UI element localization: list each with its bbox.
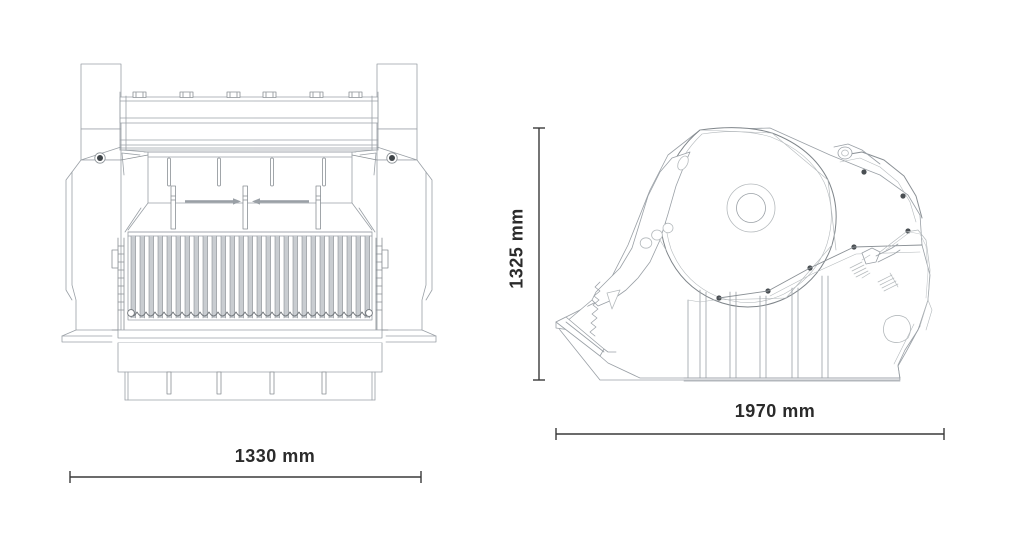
front-jaw-rib-lines xyxy=(130,235,370,319)
side-drum-tangents xyxy=(659,239,715,303)
front-left-arm xyxy=(61,63,122,343)
front-adjust-arrow-right xyxy=(252,198,309,205)
front-upper-band xyxy=(119,139,379,151)
front-top-rail xyxy=(119,91,379,151)
side-drum-facets xyxy=(699,129,833,301)
side-upper-slot-hole xyxy=(677,155,689,171)
front-jaw-ribs xyxy=(131,236,370,318)
dim-line-height-right xyxy=(533,127,545,381)
front-lower-ribs xyxy=(166,371,327,395)
side-bucket-rib-panel xyxy=(683,275,901,382)
front-adjust-arrow-left xyxy=(185,198,241,205)
side-triangular-cutout xyxy=(606,289,621,310)
front-hopper-slots xyxy=(167,157,326,187)
dim-line-width-left xyxy=(69,471,422,483)
dim-line-width-right xyxy=(555,428,945,440)
front-top-bolt-lugs xyxy=(132,91,363,98)
side-lightening-holes xyxy=(639,222,674,249)
side-right-plate-edge xyxy=(893,299,933,379)
front-jaw-side-rail-right xyxy=(375,237,389,331)
front-jaw-side-rail-left xyxy=(111,237,125,331)
side-upper-linkage-arm xyxy=(716,143,923,301)
dimension-label-height-right: 1325 mm xyxy=(506,208,527,289)
dimension-label-width-left: 1330 mm xyxy=(234,446,316,466)
front-jaw-scalloped-edge xyxy=(127,309,373,317)
dimension-label-width-right: 1970 mm xyxy=(734,401,816,421)
side-decal-marks xyxy=(849,254,899,292)
front-connector-lines xyxy=(111,154,389,331)
side-access-hole xyxy=(883,315,911,343)
front-adjustment-assembly xyxy=(170,185,321,230)
front-lower-frame xyxy=(117,329,383,401)
front-right-arm xyxy=(376,63,437,343)
side-flywheel-hub xyxy=(726,183,776,233)
front-vertical-rods xyxy=(170,185,321,230)
front-hopper-plate xyxy=(121,149,377,233)
